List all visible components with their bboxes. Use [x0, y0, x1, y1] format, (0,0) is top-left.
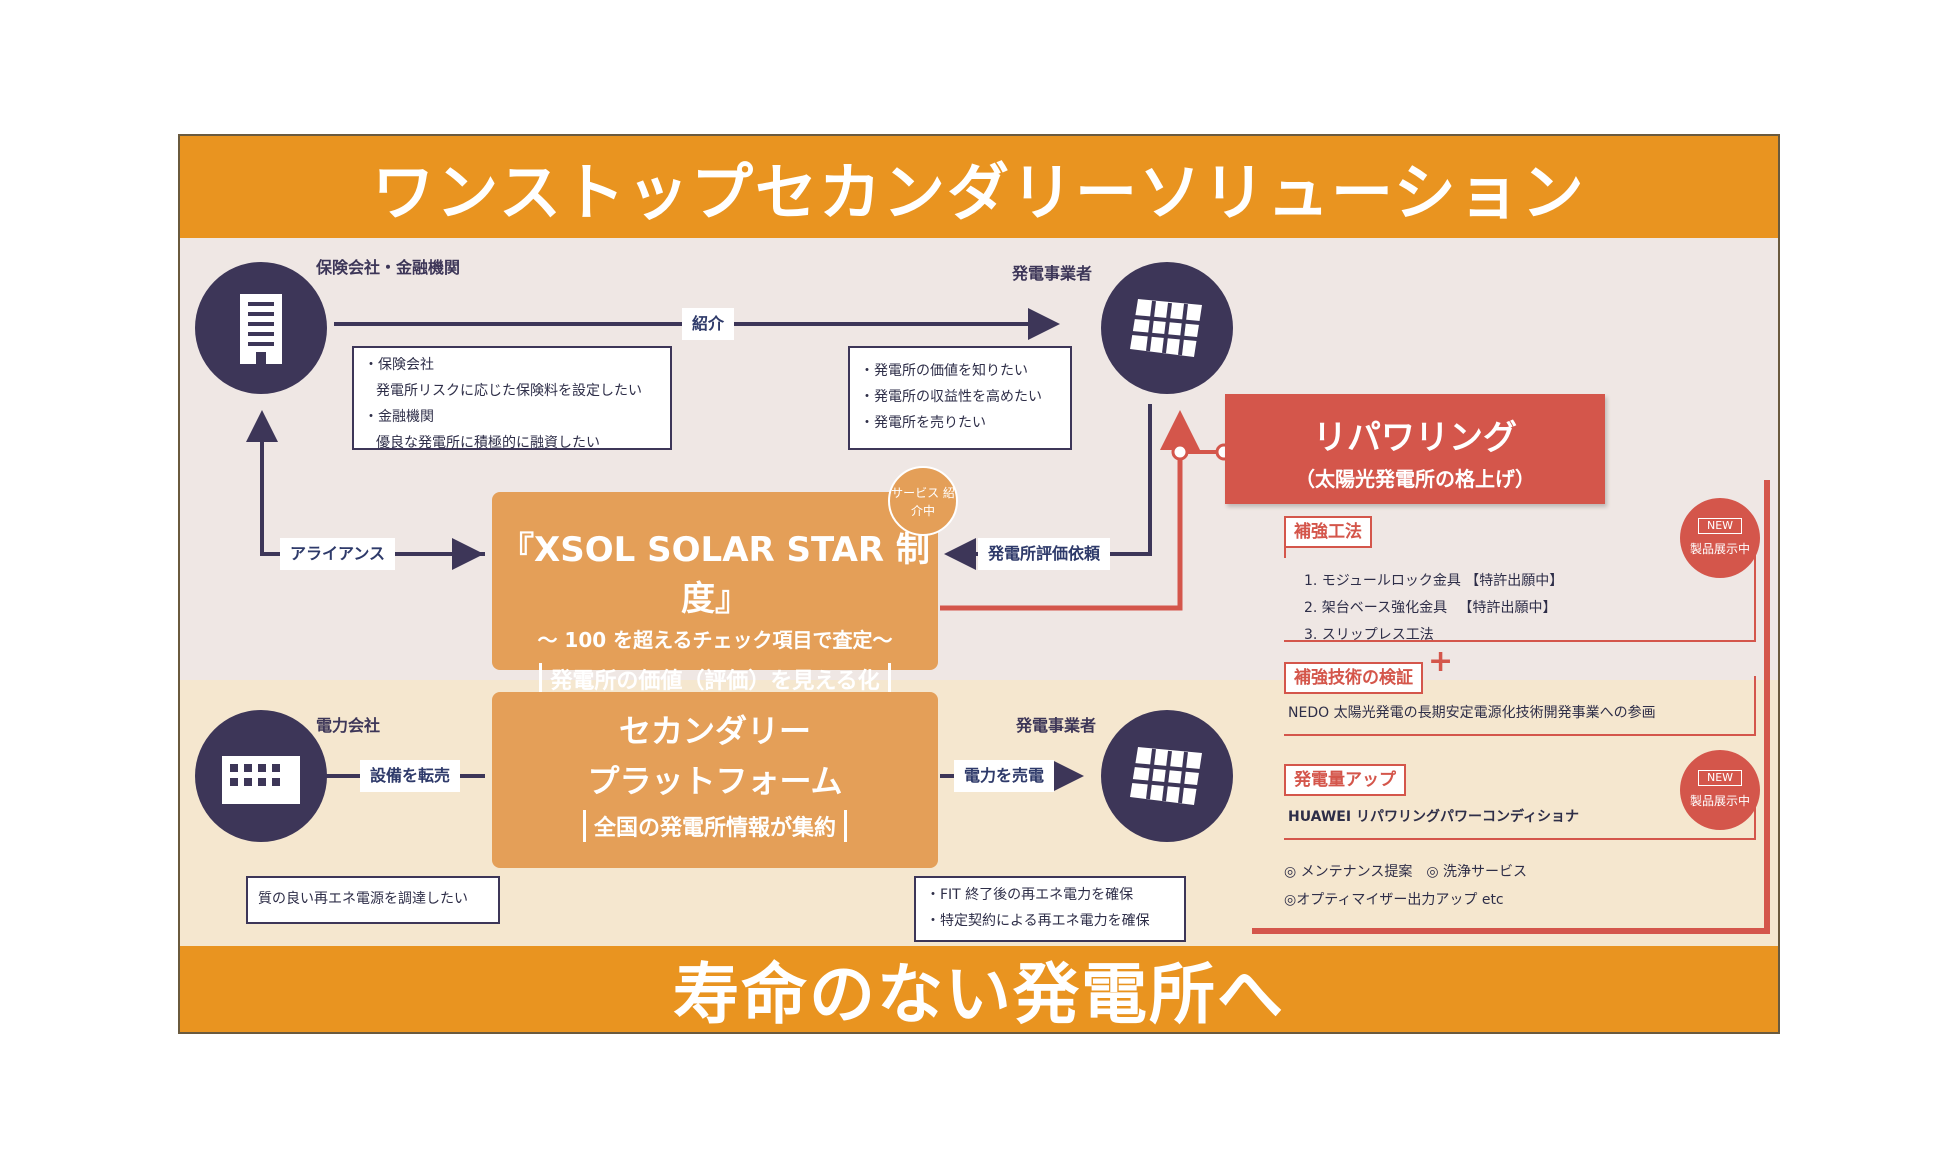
- repowering-title: リパワリング: [1313, 418, 1517, 458]
- solar-panel-icon: [1101, 710, 1233, 842]
- repowering-panel: [1252, 480, 1770, 934]
- platform-line2: プラットフォーム: [587, 762, 843, 800]
- repowering-arrow: [940, 410, 1200, 611]
- footer-band: 寿命のない発電所へ: [180, 946, 1778, 1032]
- repowering-subtitle: （太陽光発電所の格上げ）: [1295, 467, 1535, 491]
- new-product-badge: NEW 製品展示中: [1680, 750, 1760, 830]
- platform-line1: セカンダリー: [618, 712, 811, 750]
- producer-bottom-label: 発電事業者: [1016, 716, 1097, 735]
- sell-power-tag: 電力を売電: [954, 760, 1055, 792]
- evaluation-request-tag: 発電所評価依頼: [978, 538, 1111, 570]
- xsol-bracket-text: 発電所の価値（評価）を見える化: [539, 663, 891, 695]
- service-badge: サービス 紹介中: [888, 466, 958, 536]
- reinforcement-section: 1. モジュールロック金具 【特許出願中】 2. 架台ベース強化金具 【特許出願…: [1284, 530, 1756, 643]
- power-company-note: 質の良い再エネ電源を調達したい: [246, 876, 500, 924]
- insurance-label: 保険会社・金融機関: [316, 258, 461, 277]
- diagram-title: ワンストップセカンダリーソリューション: [372, 156, 1586, 229]
- secondary-platform-box: セカンダリー プラットフォーム 全国の発電所情報が集約: [492, 692, 938, 868]
- new-product-badge: NEW 製品展示中: [1680, 498, 1760, 578]
- insurance-note: ・保険会社 発電所リスクに応じた保険料を設定したい ・金融機関 優良な発電所に積…: [352, 346, 672, 451]
- reinforcement-heading: 補強工法: [1284, 516, 1372, 548]
- xsol-solar-star-box: 『XSOL SOLAR STAR 制度』 ～ 100 を超えるチェック項目で査定…: [492, 492, 938, 695]
- producer-top-note: ・発電所の価値を知りたい ・発電所の収益性を高めたい ・発電所を売りたい: [848, 346, 1072, 450]
- alliance-tag: アライアンス: [280, 538, 396, 570]
- footer-slogan: 寿命のない発電所へ: [673, 956, 1285, 1033]
- sell-equipment-tag: 設備を転売: [360, 760, 461, 792]
- introduction-tag: 紹介: [682, 308, 735, 340]
- xsol-subtitle: ～ 100 を超えるチェック項目で査定～: [537, 628, 893, 652]
- verification-section: NEDO 太陽光発電の長期安定電源化技術開発事業への参画: [1284, 676, 1756, 736]
- diagram-frame: ワンストップセカンダリーソリューション 寿命のない発電所へ 保険会社・金融機関: [178, 134, 1780, 1034]
- plus-sign: +: [1428, 644, 1454, 679]
- extra-services: ◎ メンテナンス提案 ◎ 洗浄サービス ◎オプティマイザー出力アップ etc: [1284, 864, 1528, 908]
- insurance-building-icon: [195, 262, 327, 394]
- platform-bracket-text: 全国の発電所情報が集約: [582, 810, 847, 842]
- producer-top-label: 発電事業者: [1012, 264, 1093, 283]
- repowering-box: リパワリング （太陽光発電所の格上げ）: [1225, 394, 1605, 504]
- solar-panel-icon: [1101, 262, 1233, 394]
- producer-bottom-note: ・FIT 終了後の再エネ電力を確保 ・特定契約による再エネ電力を確保: [914, 876, 1186, 942]
- power-company-label: 電力会社: [316, 716, 381, 735]
- power-company-factory-icon: [195, 710, 327, 842]
- xsol-title: 『XSOL SOLAR STAR 制度』: [500, 530, 930, 619]
- output-up-heading: 発電量アップ: [1284, 764, 1406, 796]
- verification-heading: 補強技術の検証: [1284, 662, 1423, 694]
- title-band: ワンストップセカンダリーソリューション: [180, 136, 1778, 238]
